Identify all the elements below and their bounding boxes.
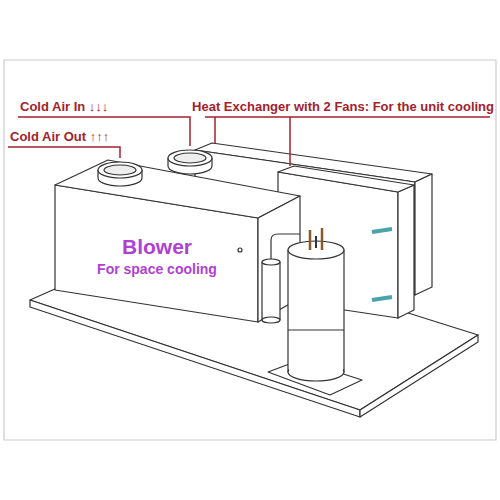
blower-box: BlowerFor space cooling <box>89 230 225 282</box>
compressor-terminal <box>315 236 317 248</box>
accumulator <box>262 262 280 320</box>
box-title: Blower <box>95 234 219 260</box>
box-subtitle: For space cooling <box>95 260 219 278</box>
part-label: Cold Air Out ↑↑↑ <box>10 129 109 145</box>
unit-drawing <box>4 60 496 440</box>
compressor-body <box>288 250 344 372</box>
frame <box>4 60 496 440</box>
compressor-terminal <box>309 230 312 250</box>
screw <box>238 248 242 252</box>
heat-exchanger-side <box>415 174 432 295</box>
heat-exchanger-side <box>398 185 414 318</box>
leader-line <box>214 117 216 143</box>
heat-exchanger-top <box>278 166 414 192</box>
air-out-pipe <box>98 162 142 178</box>
accumulator <box>262 317 280 323</box>
part-label: Heat Exchanger with 2 Fans: For the unit… <box>192 99 494 115</box>
leader-line <box>8 147 120 158</box>
air-in-pipe <box>168 150 212 166</box>
compressor-terminal <box>321 228 324 250</box>
compressor-seam <box>288 329 344 330</box>
leader-line <box>289 117 291 166</box>
compressor-body <box>289 250 343 370</box>
leader-line <box>205 116 490 118</box>
coolant-pipe <box>372 297 392 300</box>
leader-lines <box>8 117 490 166</box>
base-plate-edge <box>360 335 478 417</box>
air-out-pipe <box>104 165 136 175</box>
accumulator <box>262 259 280 265</box>
coolant-pipe <box>372 229 392 232</box>
part-label: Cold Air In ↓↓↓ <box>20 99 108 115</box>
air-in-pipe <box>174 153 206 163</box>
